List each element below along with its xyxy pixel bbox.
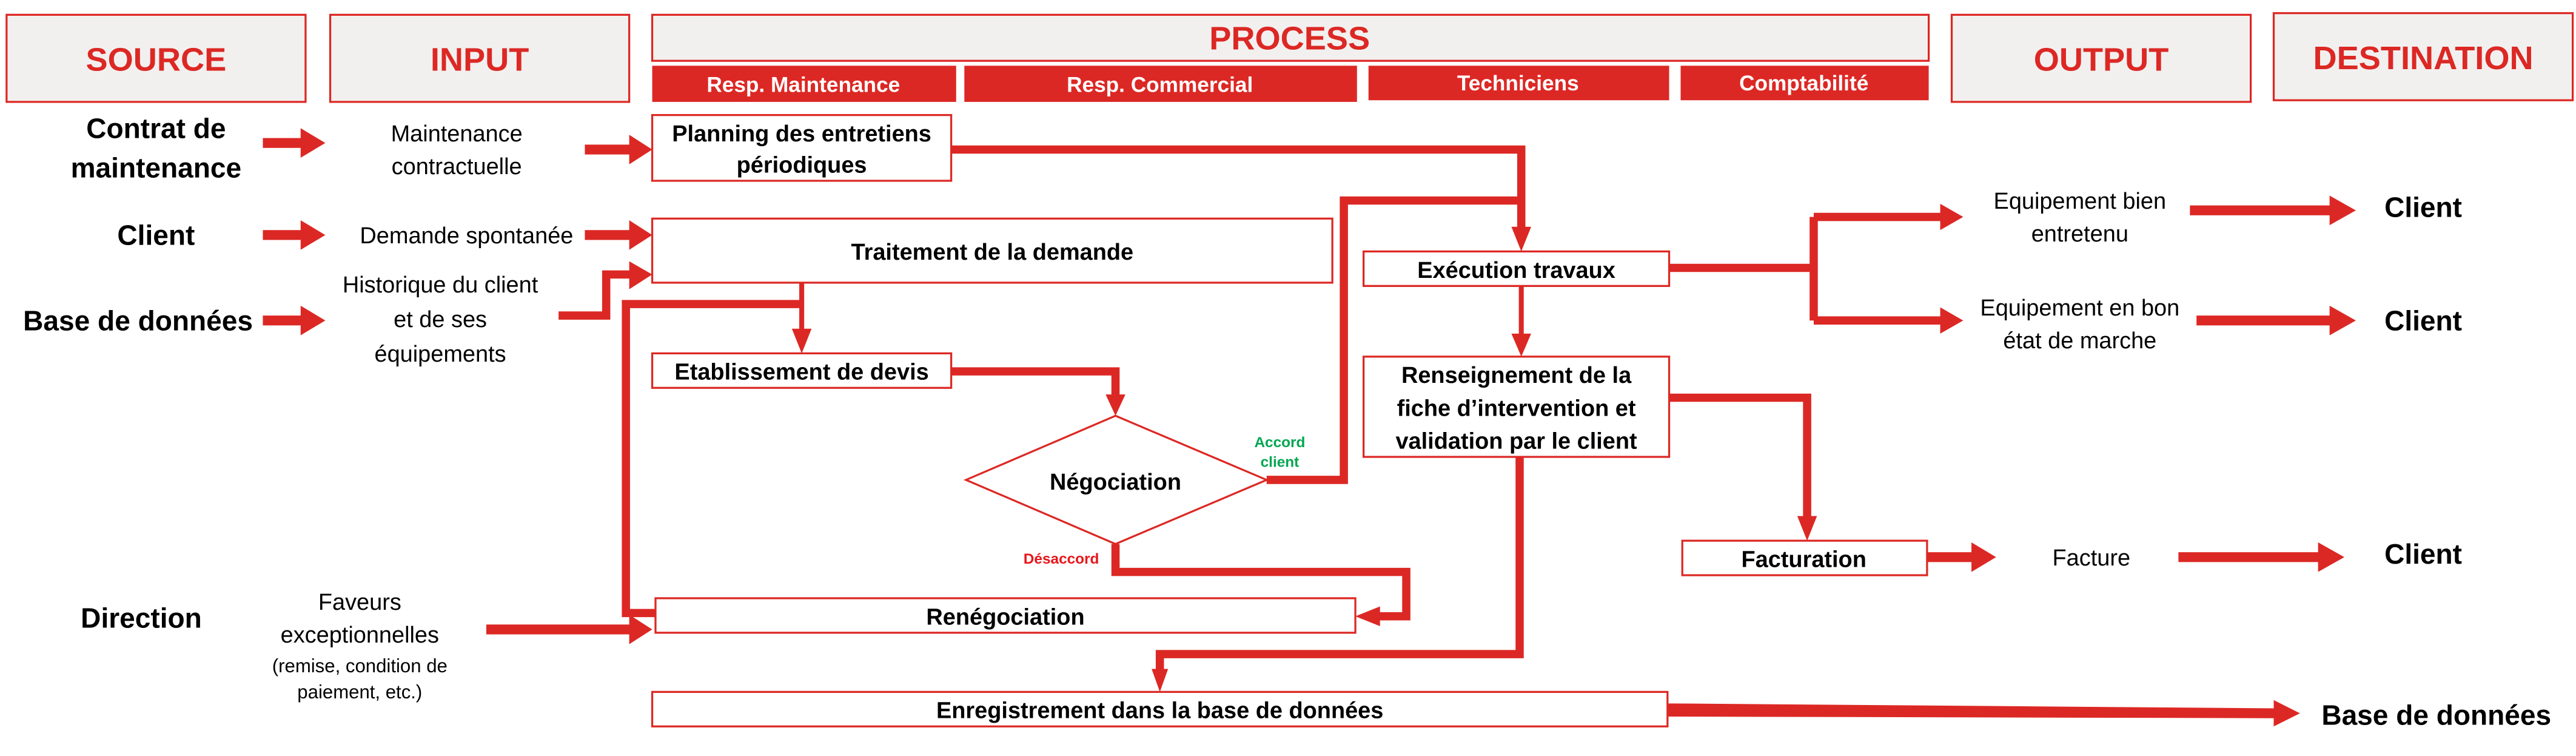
label-accord-line1: Accord — [1254, 434, 1305, 451]
input-faveurs-line2: exceptionnelles — [281, 623, 439, 648]
header-process: PROCESS — [651, 13, 1930, 62]
source-contrat-line1: Contrat de — [86, 113, 226, 144]
process-facturation[interactable]: Facturation — [1681, 539, 1928, 576]
destination-client-2: Client — [2384, 305, 2462, 336]
lane-label: Resp. Commercial — [1067, 73, 1253, 97]
process-negociation-decision[interactable]: Négociation — [963, 414, 1269, 545]
connector-execution-to-outputs — [1669, 203, 1964, 334]
connector-devis-to-negociation — [951, 367, 1125, 416]
connector-renegociation-loop-to-devis — [622, 300, 802, 618]
header-output-label: OUTPUT — [2034, 41, 2169, 78]
process-planning-line1: Planning des entretiens — [672, 121, 931, 147]
process-renegociation[interactable]: Renégociation — [654, 597, 1357, 634]
header-destination-label: DESTINATION — [2313, 40, 2534, 76]
lane-techniciens: Techniciens — [1368, 66, 1669, 101]
output-equip-entretenu-line1: Equipement bien — [1994, 189, 2167, 214]
connector-desaccord-to-renegociation — [1111, 544, 1410, 627]
process-facturation-label: Facturation — [1741, 547, 1866, 573]
arrow-enregistrement-to-base — [1667, 700, 2300, 727]
arrow-facturation-to-facture — [1927, 542, 1996, 572]
header-source-label: SOURCE — [86, 41, 227, 78]
lane-label: Comptabilité — [1739, 72, 1868, 95]
output-equip-entretenu-line2: entretenu — [2031, 221, 2128, 247]
input-historique-line1: Historique du client — [343, 272, 538, 298]
arrow-client-to-demande — [263, 220, 326, 250]
source-direction: Direction — [81, 602, 202, 634]
process-renseignement-line1: Renseignement de la — [1401, 363, 1632, 388]
lane-resp-commercial: Resp. Commercial — [964, 66, 1357, 102]
process-renseignement-line2: fiche d’intervention et — [1397, 396, 1636, 421]
lane-resp-maintenance: Resp. Maintenance — [652, 66, 956, 102]
input-maintenance-line1: Maintenance — [391, 121, 523, 147]
input-demande: Demande spontanée — [360, 223, 573, 249]
process-execution-label: Exécution travaux — [1417, 258, 1615, 283]
arrow-historique-to-traitement — [558, 261, 652, 320]
process-traitement-label: Traitement de la demande — [851, 240, 1134, 265]
header-output: OUTPUT — [1950, 13, 2252, 103]
connector-accord-to-execution — [1266, 196, 1521, 484]
header-source: SOURCE — [5, 13, 307, 103]
connector-execution-to-renseignement — [1511, 286, 1531, 357]
process-enregistrement-label: Enregistrement dans la base de données — [936, 698, 1383, 724]
process-execution[interactable]: Exécution travaux — [1362, 250, 1671, 287]
process-planning[interactable]: Planning des entretiens périodiques — [651, 113, 953, 182]
process-traitement[interactable]: Traitement de la demande — [651, 217, 1333, 284]
connector-renseignement-to-facturation — [1669, 393, 1817, 541]
input-historique-line3: équipements — [375, 342, 506, 367]
arrow-faveurs-to-renegociation — [486, 615, 652, 644]
input-faveurs-note-line1: (remise, condition de — [272, 655, 448, 677]
arrow-demande-to-traitement — [585, 220, 652, 250]
process-renseignement-line3: validation par le client — [1395, 428, 1637, 454]
header-input: INPUT — [329, 13, 631, 103]
process-renegociation-label: Renégociation — [926, 604, 1084, 630]
process-devis[interactable]: Etablissement de devis — [651, 352, 953, 389]
label-accord-line2: client — [1261, 454, 1300, 470]
input-faveurs-note-line2: paiement, etc.) — [297, 681, 422, 703]
output-equip-marche-line1: Equipement en bon — [1980, 295, 2179, 321]
connector-renseignement-to-enregistrement — [1152, 457, 1524, 692]
input-faveurs-line1: Faveurs — [318, 590, 401, 615]
source-base-de-donnees: Base de données — [23, 305, 253, 336]
arrow-facture-to-client — [2178, 542, 2345, 572]
header-destination: DESTINATION — [2272, 12, 2574, 101]
arrow-marche-to-client — [2196, 305, 2356, 336]
destination-client-1: Client — [2384, 192, 2462, 223]
process-planning-line2: périodiques — [737, 152, 867, 178]
header-input-label: INPUT — [431, 41, 529, 78]
arrow-base-to-historique — [263, 305, 326, 336]
source-contrat-line2: maintenance — [71, 152, 242, 184]
input-maintenance-line2: contractuelle — [392, 154, 522, 180]
arrow-maintenance-to-planning — [585, 135, 652, 164]
process-enregistrement[interactable]: Enregistrement dans la base de données — [651, 690, 1669, 727]
destination-client-3: Client — [2384, 538, 2462, 570]
arrow-contrat-to-maintenance — [263, 128, 326, 158]
output-facture: Facture — [2053, 545, 2131, 571]
lane-comptabilite: Comptabilité — [1680, 66, 1929, 101]
header-process-label: PROCESS — [1209, 20, 1370, 56]
process-renseignement[interactable]: Renseignement de la fiche d’intervention… — [1362, 356, 1671, 458]
input-historique-line2: et de ses — [394, 307, 487, 332]
label-desaccord: Désaccord — [1024, 551, 1099, 567]
arrow-entretenu-to-client — [2190, 195, 2356, 226]
process-negociation-label: Négociation — [1050, 470, 1181, 495]
destination-base-de-donnees: Base de données — [2321, 700, 2551, 731]
lane-label: Resp. Maintenance — [706, 73, 900, 97]
connector-traitement-to-devis — [791, 282, 812, 354]
source-client: Client — [117, 220, 195, 251]
lane-label: Techniciens — [1457, 72, 1579, 95]
process-devis-label: Etablissement de devis — [674, 360, 928, 385]
output-equip-marche-line2: état de marche — [2003, 328, 2156, 354]
